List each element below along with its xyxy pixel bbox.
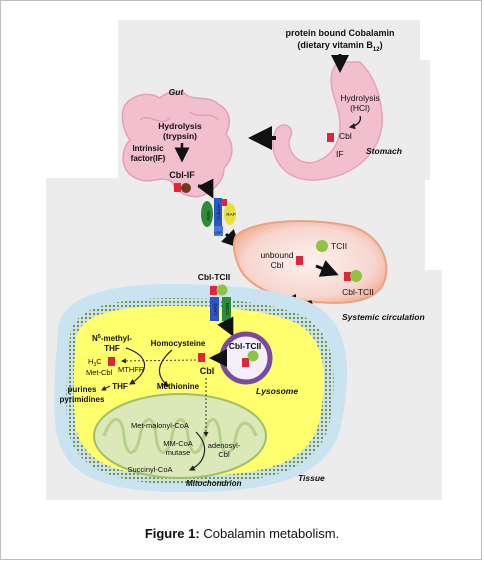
gut-trypsin: (trypsin) — [163, 131, 197, 141]
source-line2: (dietary vitamin B12) — [297, 40, 382, 53]
gut-hydrolysis: Hydrolysis — [158, 121, 202, 131]
vessel-unbound-cbl: Cbl — [271, 260, 284, 270]
stomach-cbl-square — [327, 133, 334, 142]
arrow-binding — [315, 260, 339, 277]
tissue-top-cbl-square — [210, 286, 217, 295]
mm-coa: MM-CoA — [163, 439, 193, 448]
arrow-gut-to-receptor — [197, 178, 214, 199]
source-line1: protein bound Cobalamin — [286, 28, 395, 38]
circulation-label: Systemic circulation — [342, 312, 425, 322]
lrp2-label: LRP2 — [213, 303, 218, 315]
background-panel-lower — [46, 178, 166, 278]
receptor-complex — [201, 198, 236, 236]
caption-text: Cobalamin metabolism. — [203, 526, 340, 541]
mutase-arc — [188, 431, 206, 471]
amn-receptor — [201, 201, 213, 227]
cubilin-label: CUBILIN — [216, 204, 221, 220]
vessel-unbound: unbound — [260, 250, 293, 260]
rap-label: RAP — [226, 212, 235, 217]
amn-label: AMN — [206, 211, 211, 221]
tcblr-receptor — [222, 297, 231, 321]
rap-receptor — [224, 203, 236, 225]
homocysteine-arc — [158, 349, 173, 387]
cytoplasm-cbl: Cbl — [200, 366, 215, 376]
cubilin-receptor — [214, 198, 222, 226]
methionine: Methionine — [157, 382, 200, 391]
n5-methyl-thf: N5-methyl- — [92, 334, 132, 343]
stomach-if: IF — [336, 149, 344, 159]
figure-caption: Figure 1: Cobalamin metabolism. — [0, 526, 484, 541]
n5-thf-line: THF — [104, 344, 120, 353]
stomach-shape — [272, 61, 383, 181]
purines: purines — [68, 385, 97, 394]
arrow-to-lysosome — [217, 316, 234, 337]
mm-coa-mutase: mutase — [166, 448, 191, 457]
stomach-cbl: Cbl — [339, 131, 352, 141]
thf: THF — [112, 382, 128, 391]
homocysteine: Homocysteine — [151, 339, 206, 348]
dashed-cbl-to-metcbl — [121, 358, 197, 364]
tissue-cbl-tcii-top: Cbl-TCII — [198, 272, 231, 282]
lysosome-label: Lysosome — [256, 386, 298, 396]
mthfr: MTHFR — [118, 365, 145, 374]
gut-factor: factor(IF) — [131, 154, 166, 163]
vessel-cbl-tcii-square — [344, 272, 351, 281]
stomach-hcl: (HCl) — [350, 103, 370, 113]
purines-arrow — [101, 385, 111, 391]
vessel-cbl-tcii-circle — [350, 270, 362, 282]
stomach-label: Stomach — [366, 146, 402, 156]
adenosyl-cbl: Cbl — [218, 450, 230, 459]
lrp2-receptor — [210, 297, 219, 321]
pyrimidines: pyrimidines — [60, 395, 105, 404]
lysosome-cbl-square — [242, 358, 249, 367]
tcblr-label: TCblR — [225, 302, 230, 316]
vessel-unbound-cbl-square — [296, 256, 303, 265]
met-cbl-square — [108, 357, 115, 366]
h3c-label: H3C — [88, 357, 102, 368]
cobalamin-diagram: protein bound Cobalamin (dietary vitamin… — [46, 20, 442, 500]
vessel-cbl-tcii: Cbl-TCII — [342, 287, 374, 297]
stomach-hydrolysis-arrow — [348, 115, 362, 130]
gut-folds — [135, 111, 219, 161]
gut-if-circle — [181, 183, 191, 193]
met-malonyl-coa: Met-malonyl-CoA — [131, 421, 189, 430]
lysosome-tcii-circle — [247, 350, 259, 362]
receptor-cbl-square — [221, 199, 227, 206]
lrp-label: LRP — [214, 230, 222, 235]
lrp-receptor — [214, 226, 223, 236]
succinyl-coa: Succinyl-CoA — [127, 465, 172, 474]
gut-label: Gut — [169, 87, 185, 97]
tissue-top-tcii-circle — [216, 284, 228, 296]
vessel-tcii: TCII — [331, 241, 347, 251]
cytoplasm-cbl-square — [198, 353, 205, 362]
methylation-arc — [125, 347, 146, 385]
mitochondrion-cristae — [102, 418, 258, 454]
tissue-label: Tissue — [298, 473, 325, 483]
lysosome-cbl-tcii: Cbl-TCII — [229, 341, 262, 351]
mitochondrion-label: Mitochondrion — [186, 479, 242, 488]
stomach-hydrolysis: Hydrolysis — [340, 93, 379, 103]
vessel-shape — [232, 220, 388, 304]
gut-cbl-if: Cbl-IF — [169, 170, 195, 180]
gut-intrinsic: Intrinsic — [132, 144, 164, 153]
caption-prefix: Figure 1: — [144, 526, 200, 541]
met-cbl: Met-Cbl — [86, 368, 113, 377]
gut-cbl-square — [174, 183, 181, 192]
mitochondrion-outer — [93, 393, 267, 479]
tcii-circle — [316, 240, 328, 252]
adenosyl: adenosyl- — [208, 441, 241, 450]
